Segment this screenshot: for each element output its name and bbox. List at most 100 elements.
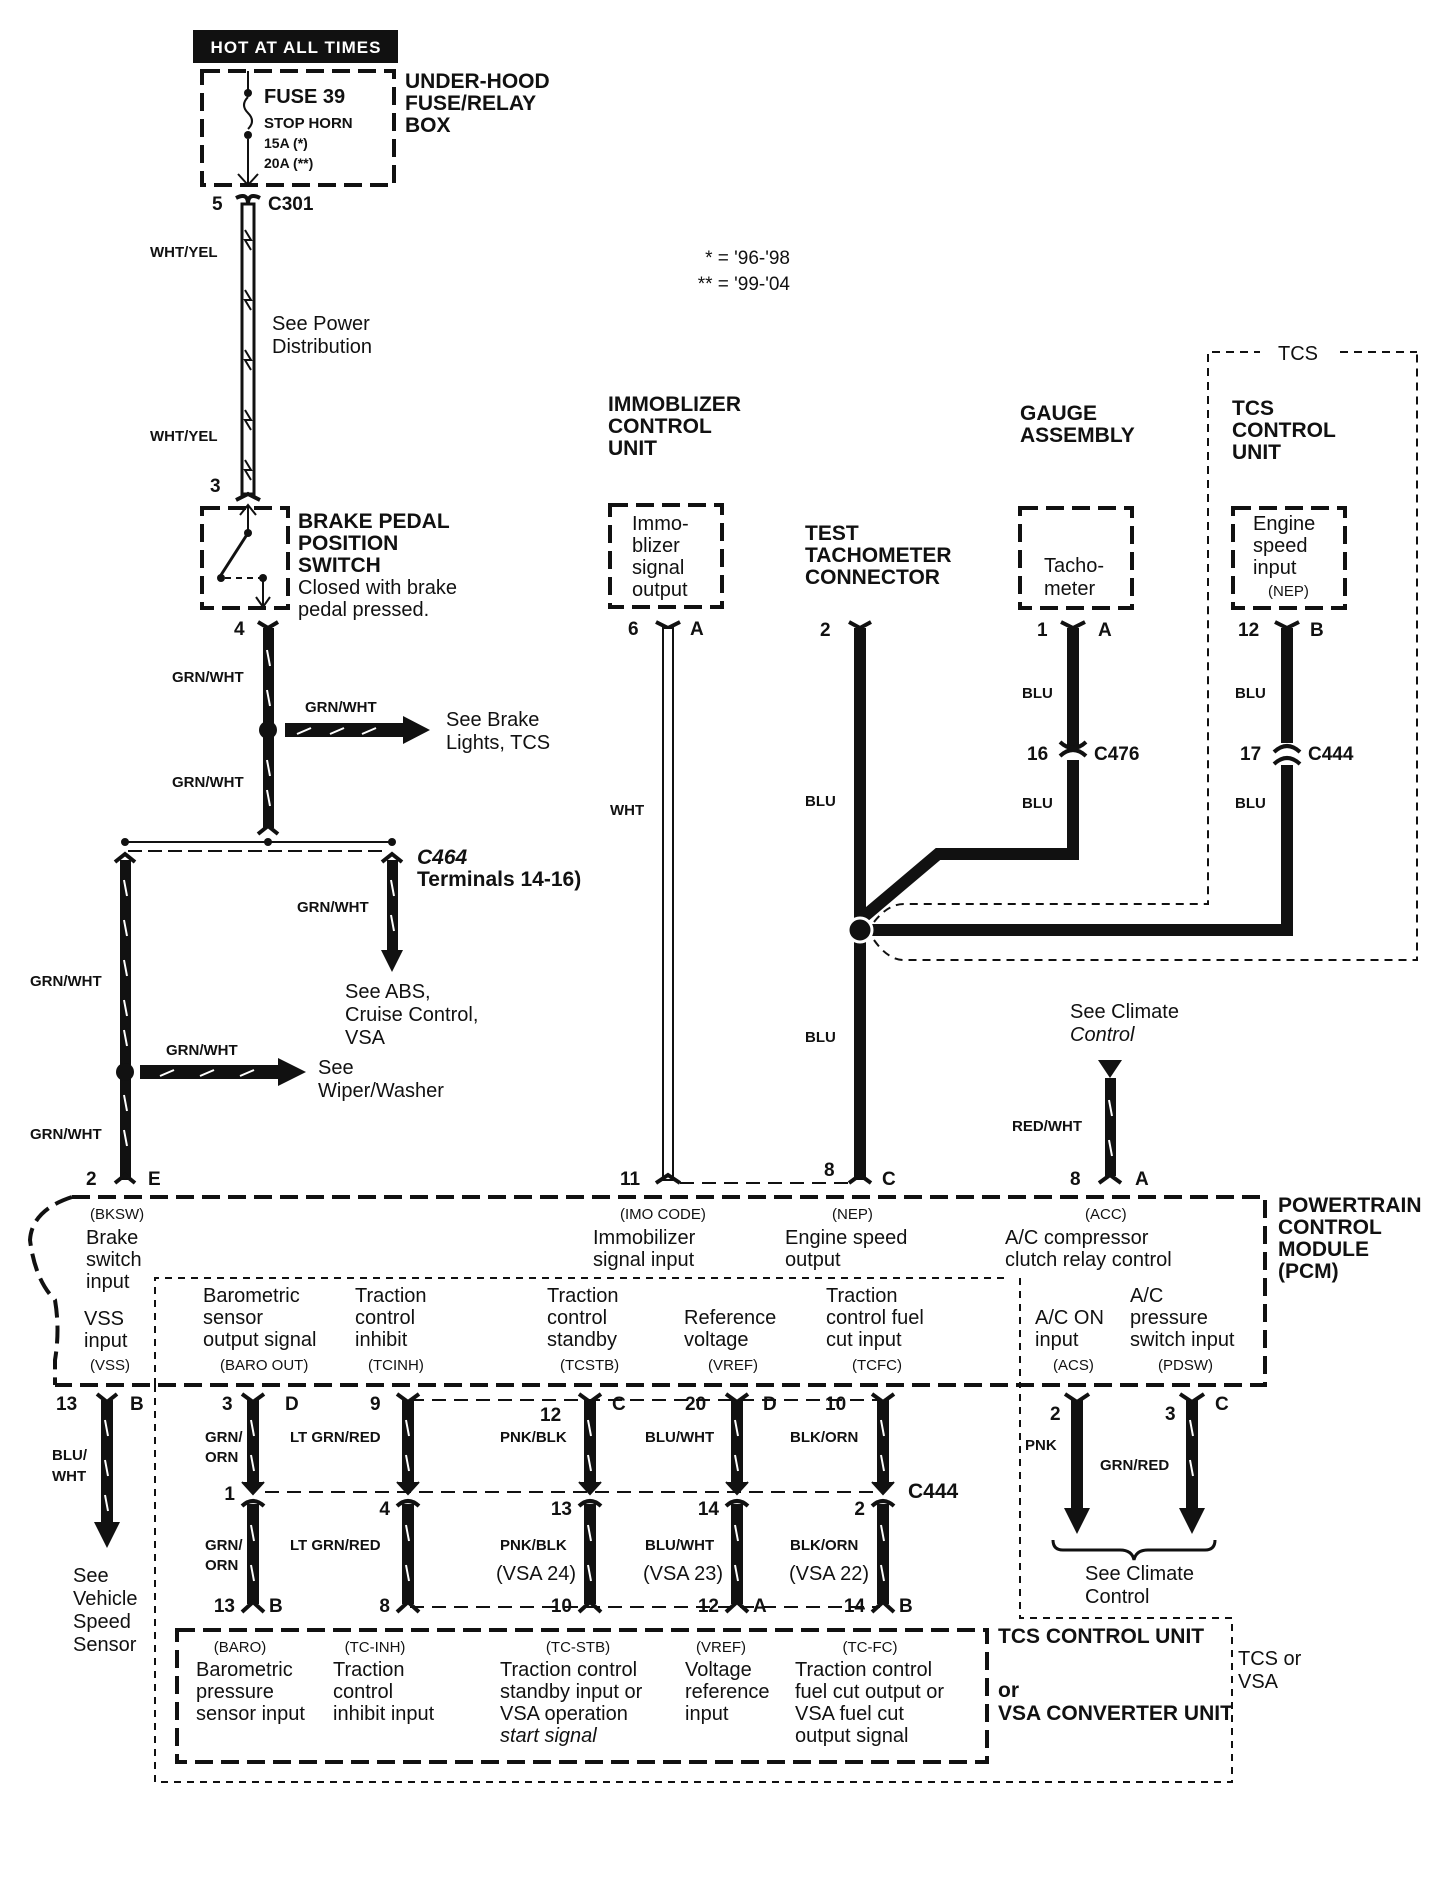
wire-color-label: BLU/ xyxy=(52,1447,88,1464)
pin-number: 13 xyxy=(56,1394,77,1415)
splice-icon xyxy=(846,916,874,944)
wire-color-label: RED/WHT xyxy=(1012,1118,1082,1135)
c464-connector xyxy=(113,838,404,864)
wire-color-label: ORN xyxy=(205,1449,238,1466)
brake-pedal-switch xyxy=(200,503,290,610)
vsa-pin-label: (VSA 24) xyxy=(496,1563,576,1585)
wire-red-wht xyxy=(1097,1060,1123,1185)
test-tach-title: CONNECTOR xyxy=(805,566,940,589)
connector-letter: A xyxy=(690,619,704,640)
immobilizer-box-text: blizer xyxy=(632,535,680,557)
c476-connector-icon xyxy=(1058,740,1088,758)
connector-letter: E xyxy=(148,1169,161,1190)
wire-color-label: LT GRN/RED xyxy=(290,1537,381,1554)
tcs-unit-or: or xyxy=(998,1679,1019,1702)
c476-label: C476 xyxy=(1094,744,1139,765)
immobilizer-box-text: signal xyxy=(632,557,684,579)
tcs-unit-pin-desc: Traction control xyxy=(500,1659,637,1681)
tcs-unit-pin-code: (TC-INH) xyxy=(345,1639,406,1656)
connector-letter: D xyxy=(763,1394,777,1415)
wire-color-label: BLU xyxy=(1022,795,1053,812)
pcm-pin-desc: Traction xyxy=(547,1285,619,1307)
tcs-title: CONTROL xyxy=(1232,419,1336,442)
pcm-pin-code: (TCFC) xyxy=(852,1357,902,1374)
connector-letter: B xyxy=(1310,620,1324,641)
tcs-unit-pin-desc: control xyxy=(333,1681,393,1703)
immobilizer-box-text: output xyxy=(632,579,688,601)
pcm-pin-desc: A/C compressor xyxy=(1005,1227,1149,1249)
pin-number: 9 xyxy=(370,1394,381,1415)
see-brake-lights-note: Lights, TCS xyxy=(446,732,550,754)
tcs-unit-pin-desc: input xyxy=(685,1703,729,1725)
see-abs-note: VSA xyxy=(345,1027,386,1049)
wire-color-label: WHT/YEL xyxy=(150,428,218,445)
brake-switch-desc: pedal pressed. xyxy=(298,599,429,621)
pin-number: 8 xyxy=(824,1160,835,1181)
pcm-pin-desc: VSS xyxy=(84,1308,124,1330)
wire-color-label: BLU/WHT xyxy=(645,1537,714,1554)
brake-switch-title: SWITCH xyxy=(298,554,381,577)
wire-color-label: BLK/ORN xyxy=(790,1429,858,1446)
tcs-unit-pin-code: (BARO) xyxy=(214,1639,267,1656)
immobilizer-box-text: Immo- xyxy=(632,513,689,535)
pcm-title: MODULE xyxy=(1278,1238,1369,1261)
wire-color-label: PNK/BLK xyxy=(500,1537,567,1554)
pcm-title: POWERTRAIN xyxy=(1278,1194,1422,1217)
wire-color-label: WHT xyxy=(610,802,644,819)
wire-color-label: GRN/WHT xyxy=(30,1126,102,1143)
tcs-title: TCS xyxy=(1232,397,1274,420)
see-climate-note: Control xyxy=(1070,1024,1135,1046)
pcm-pin-code: (ACC) xyxy=(1085,1206,1127,1223)
pin-number: 13 xyxy=(551,1499,572,1520)
fuse-box: FUSE 39 STOP HORN 15A (*) 20A (**) xyxy=(200,69,396,187)
pin-number: 3 xyxy=(210,476,221,497)
pcm-pin-desc: pressure xyxy=(1130,1307,1208,1329)
pcm-pin-desc: Barometric xyxy=(203,1285,300,1307)
tcs-engine-speed-box xyxy=(1231,506,1347,610)
vsa-unit-title: VSA CONVERTER UNIT xyxy=(998,1702,1233,1725)
wire-blu-wht-vss xyxy=(94,1392,120,1548)
pcm-pin-desc: output signal xyxy=(203,1329,316,1351)
pin-number: 14 xyxy=(698,1499,720,1520)
immobilizer-box xyxy=(608,503,724,609)
pcm-pin-desc: signal input xyxy=(593,1249,695,1271)
see-vss-note: Speed xyxy=(73,1611,131,1633)
wire-grn-wht-pcm xyxy=(113,860,137,1185)
pcm-pin-code: (PDSW) xyxy=(1158,1357,1213,1374)
connector-letter: B xyxy=(130,1394,144,1415)
brake-switch-title: POSITION xyxy=(298,532,398,555)
wire-color-label: BLU xyxy=(1235,685,1266,702)
pcm-pin-desc: Brake xyxy=(86,1227,138,1249)
wire-color-label: BLU xyxy=(805,793,836,810)
pcm-pin-desc: Immobilizer xyxy=(593,1227,696,1249)
pcm-pin-desc: cut input xyxy=(826,1329,902,1351)
pcm-pin-desc: clutch relay control xyxy=(1005,1249,1172,1271)
tach-branch-wires xyxy=(846,352,1418,961)
pcm-pin-desc: A/C xyxy=(1130,1285,1163,1307)
tcs-unit-pin-desc: Traction control xyxy=(795,1659,932,1681)
c464-label: C464 xyxy=(417,846,468,869)
tachometer-text: Tacho- xyxy=(1044,555,1104,577)
tcs-wire xyxy=(724,1392,750,1614)
wire-blu-tcs xyxy=(1272,620,1302,766)
pin-number: 20 xyxy=(685,1394,706,1415)
wire-color-label: GRN/ xyxy=(205,1429,243,1446)
see-brake-lights-note: See Brake xyxy=(446,709,539,731)
wire-color-label: BLU/WHT xyxy=(645,1429,714,1446)
wire-color-label: PNK/BLK xyxy=(500,1429,567,1446)
pin-number: 4 xyxy=(234,619,245,640)
pin-number: 17 xyxy=(1240,744,1261,765)
wire-abs-branch xyxy=(381,860,403,972)
pin-number: 2 xyxy=(1050,1404,1061,1425)
splice-icon xyxy=(116,1063,134,1081)
pin-number: 12 xyxy=(540,1405,561,1426)
pcm-pin-code: (BARO OUT) xyxy=(220,1357,308,1374)
connector-letter: A xyxy=(1135,1169,1149,1190)
fuse-rating-2: 20A (**) xyxy=(264,155,313,171)
tcs-unit-pin-desc: inhibit input xyxy=(333,1703,435,1725)
tcs-vsa-group-label: TCS or xyxy=(1238,1648,1302,1670)
pin-number: 2 xyxy=(854,1499,865,1520)
gauge-title: GAUGE xyxy=(1020,402,1097,425)
c444-label: C444 xyxy=(1308,744,1354,765)
pin-number: 12 xyxy=(698,1596,719,1617)
